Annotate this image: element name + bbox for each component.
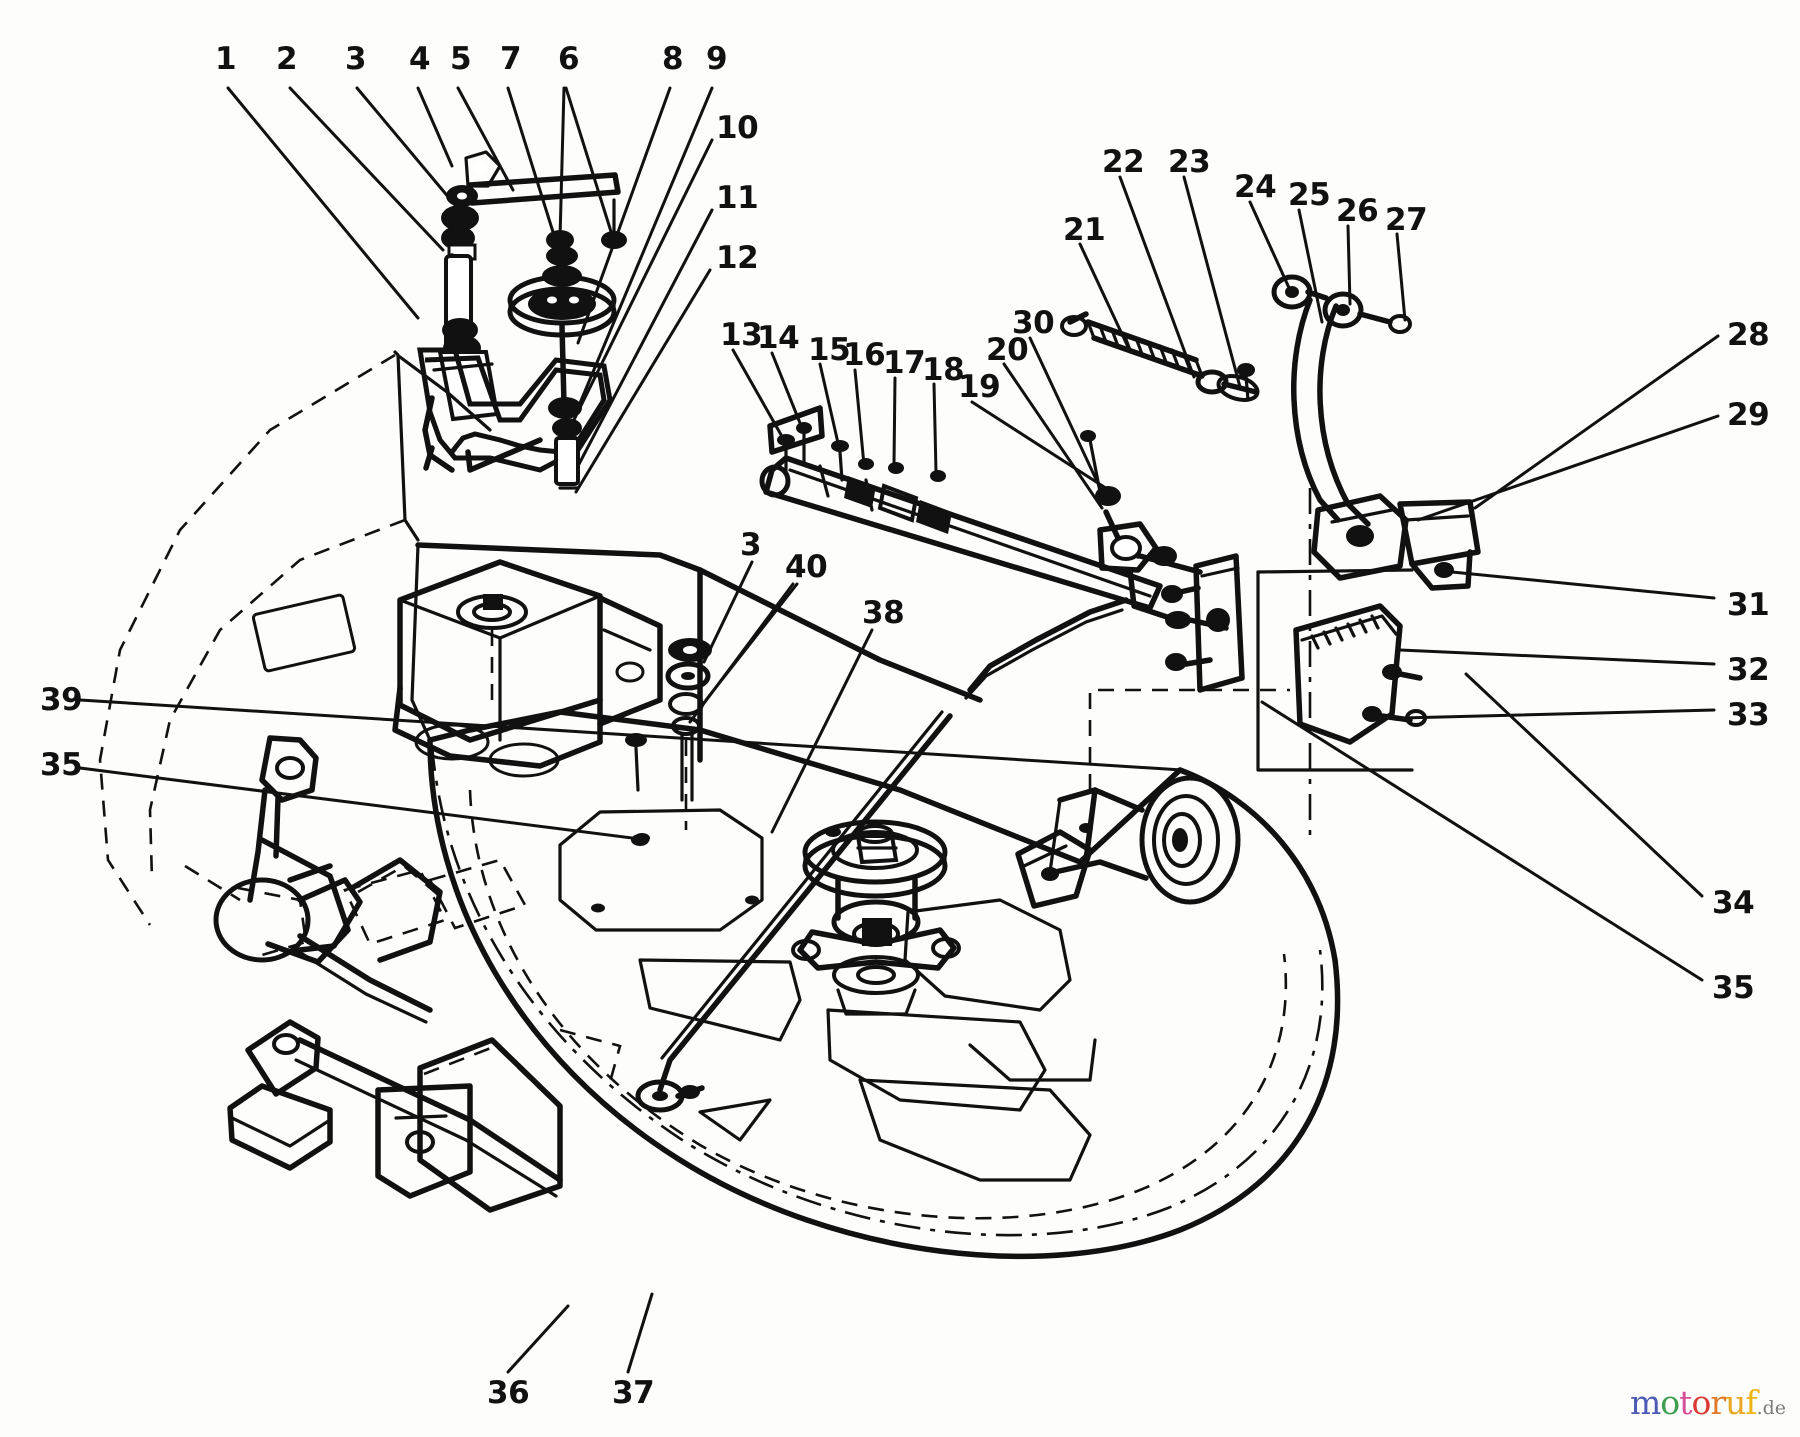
callout-38: 38 [862, 595, 905, 631]
callout-25: 25 [1288, 177, 1331, 213]
callout-15: 15 [808, 332, 851, 368]
callout-1: 1 [215, 41, 237, 77]
callout-30: 30 [1012, 305, 1055, 341]
callout-10: 10 [716, 110, 759, 146]
deck-skid-shields [259, 837, 443, 965]
watermark-letter-t: t [1679, 1383, 1692, 1422]
callout-27: 27 [1385, 202, 1428, 238]
left-spindle-housing [392, 559, 663, 778]
callout-12: 12 [716, 240, 759, 276]
bolt-washer-stack [625, 638, 712, 846]
watermark-letter-r: r [1710, 1383, 1726, 1422]
callout-36: 36 [487, 1375, 530, 1411]
extension-spring [1060, 311, 1260, 402]
callout-3: 3 [345, 41, 367, 77]
lift-lever-assembly [1161, 274, 1481, 842]
watermark-letter-m: m [1630, 1383, 1661, 1422]
callout-2: 2 [276, 41, 298, 77]
callout-19: 19 [958, 369, 1001, 405]
callout-39: 39 [40, 682, 83, 718]
mower-deck-body [343, 542, 1341, 1260]
callout-4: 4 [409, 41, 431, 77]
deck-hood-outline [98, 350, 492, 926]
callout-34: 34 [1712, 885, 1755, 921]
idler-pulley-assembly [417, 150, 627, 490]
front-skid-assembly [213, 735, 563, 1213]
blade-spindle-pulley [791, 819, 961, 1016]
callout-31: 31 [1727, 587, 1770, 623]
callout-11: 11 [716, 180, 759, 216]
callout-35: 35 [1712, 970, 1755, 1006]
motoruf-watermark: motoruf.de [1630, 1386, 1786, 1419]
gauge-wheel-assembly [1048, 688, 1290, 905]
watermark-letter-o2: o [1691, 1383, 1711, 1422]
callout-29: 29 [1727, 397, 1770, 433]
callout-23: 23 [1168, 144, 1211, 180]
callout-20: 20 [986, 332, 1029, 368]
callout-21: 21 [1063, 212, 1106, 248]
callout-24: 24 [1234, 169, 1277, 205]
callout-9: 9 [706, 41, 728, 77]
callout-16: 16 [843, 337, 886, 373]
callout-33: 33 [1727, 697, 1770, 733]
callout-3-lower: 3 [740, 527, 762, 563]
callout-40: 40 [785, 549, 828, 585]
callout-26: 26 [1336, 193, 1379, 229]
callout-28: 28 [1727, 317, 1770, 353]
control-rod-linkage [759, 405, 1229, 700]
callout-6: 6 [558, 41, 580, 77]
watermark-suffix: .de [1756, 1397, 1787, 1419]
callout-17: 17 [883, 345, 926, 381]
callout-18: 18 [922, 352, 965, 388]
callout-8: 8 [662, 41, 684, 77]
height-adjust-plate [1293, 603, 1427, 745]
deck-right-bracket [1015, 829, 1093, 909]
callout-32: 32 [1727, 652, 1770, 688]
drive-belt [635, 710, 953, 1142]
callout-22: 22 [1102, 144, 1145, 180]
leader-lines [78, 86, 1720, 1374]
callout-14: 14 [757, 320, 800, 356]
callout-35-left: 35 [40, 747, 83, 783]
watermark-letter-f: f [1745, 1383, 1757, 1422]
callout-7: 7 [500, 41, 522, 77]
watermark-letter-u: u [1725, 1383, 1746, 1422]
callout-5: 5 [450, 41, 472, 77]
callout-13: 13 [720, 317, 763, 353]
watermark-letter-o1: o [1660, 1383, 1680, 1422]
callout-37: 37 [612, 1375, 655, 1411]
